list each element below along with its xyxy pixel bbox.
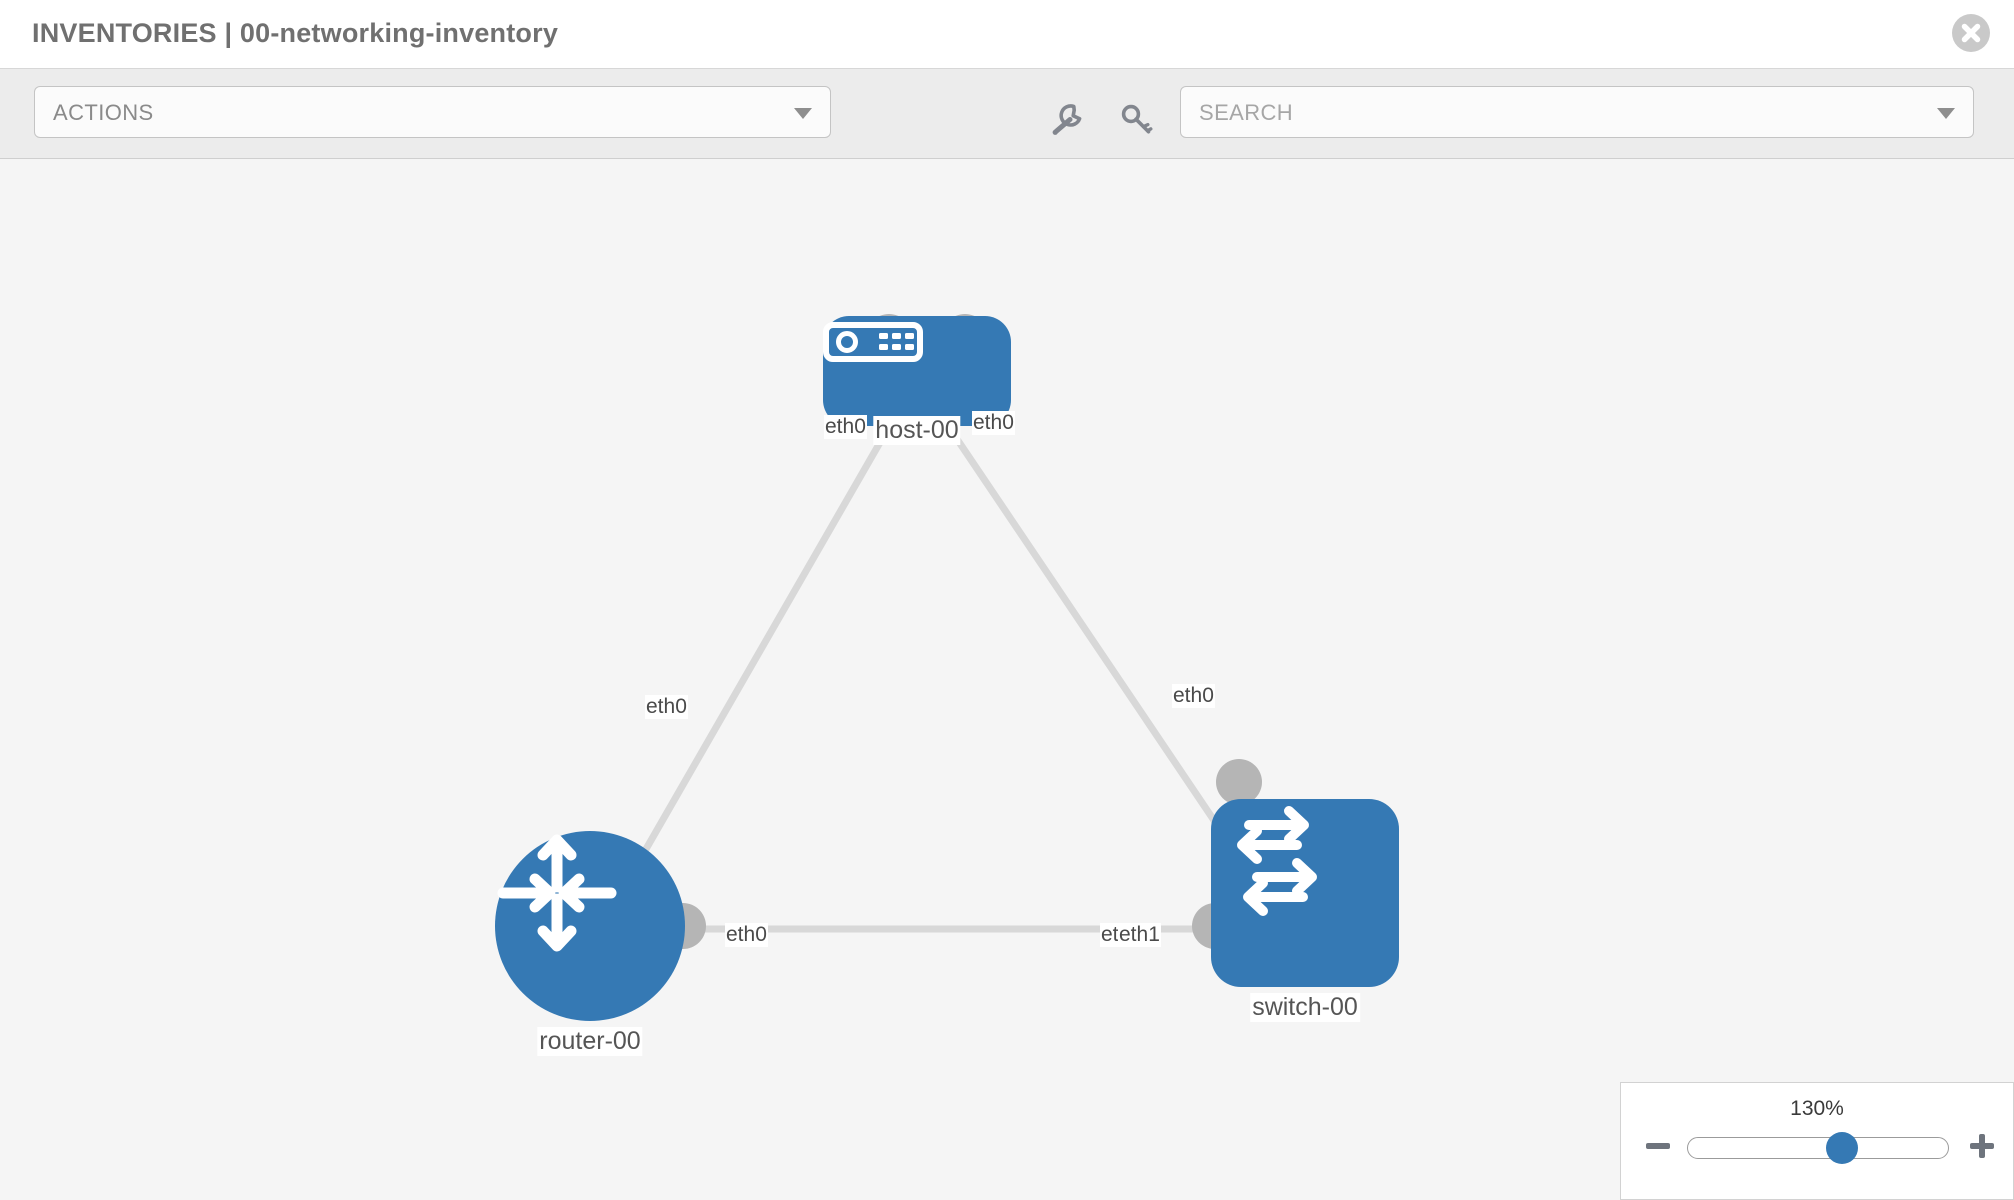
zoom-in-button[interactable]	[1967, 1131, 1997, 1161]
interface-nub-switch-top[interactable]	[1216, 759, 1262, 805]
interface-label-router-right: eth0	[725, 923, 768, 947]
chevron-down-icon[interactable]	[1937, 108, 1955, 119]
interface-label-router-host: eth0	[645, 695, 688, 719]
node-label-switch-00: switch-00	[1250, 993, 1360, 1022]
zoom-control-panel: 130%	[1620, 1082, 2014, 1200]
topology-node-router-00[interactable]: router-00	[495, 831, 685, 1056]
wrench-icon	[1052, 104, 1082, 135]
server-icon	[823, 322, 923, 362]
close-icon	[1961, 23, 1981, 43]
search-input[interactable]: SEARCH	[1180, 86, 1974, 138]
zoom-out-button[interactable]	[1643, 1131, 1673, 1161]
interface-label-switch-host: eth0	[1172, 684, 1215, 708]
interface-label-host-left: eth0	[824, 415, 867, 439]
link-router-host	[596, 395, 909, 933]
link-host-switch	[926, 395, 1244, 863]
interface-label-host-right: eth0	[972, 411, 1015, 435]
topology-node-host-00[interactable]: host-00	[823, 316, 1011, 445]
chevron-down-icon	[794, 108, 812, 119]
interface-label-switch-left-b: eth1	[1118, 923, 1161, 947]
actions-dropdown-label: ACTIONS	[53, 100, 154, 125]
switch-arrows-icon	[1237, 806, 1317, 916]
page-header: INVENTORIES | 00-networking-inventory	[0, 0, 2014, 69]
switch-node-shape	[1211, 799, 1399, 987]
key-icon	[1121, 104, 1153, 134]
plus-icon	[1970, 1134, 1994, 1158]
zoom-slider[interactable]	[1687, 1132, 1949, 1164]
close-button[interactable]	[1952, 14, 1990, 52]
zoom-slider-thumb[interactable]	[1826, 1132, 1858, 1164]
node-label-host-00: host-00	[873, 416, 961, 445]
wrench-button[interactable]	[1046, 100, 1086, 140]
topology-canvas[interactable]: host-00	[0, 159, 2014, 1200]
host-node-shape	[823, 316, 1011, 426]
node-label-router-00: router-00	[537, 1027, 643, 1056]
router-node-shape	[495, 831, 685, 1021]
page-title: INVENTORIES | 00-networking-inventory	[32, 18, 559, 48]
actions-dropdown[interactable]: ACTIONS	[34, 86, 831, 138]
router-arrows-icon	[497, 834, 617, 952]
topology-node-switch-00[interactable]: switch-00	[1211, 799, 1399, 1022]
search-placeholder: SEARCH	[1199, 100, 1294, 125]
zoom-level-value: 130%	[1790, 1097, 1844, 1120]
minus-icon	[1646, 1143, 1670, 1149]
key-button[interactable]	[1116, 100, 1156, 140]
